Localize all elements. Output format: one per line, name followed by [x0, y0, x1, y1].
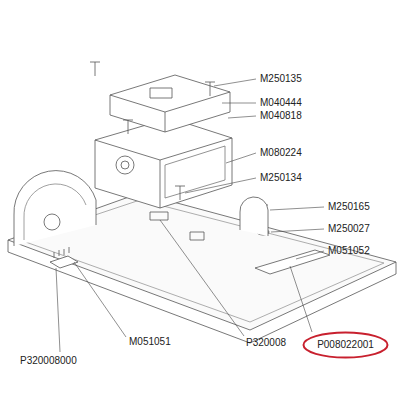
- part-number: P320008: [246, 337, 286, 349]
- part-number: M250135: [260, 73, 302, 85]
- screw: [123, 120, 133, 134]
- part-number: M040818: [260, 110, 302, 122]
- highlight-ellipse: P008022001: [302, 331, 389, 359]
- part-number: M051051: [129, 336, 171, 348]
- wheel-inner: [24, 184, 86, 240]
- wheel-housing: [14, 171, 96, 246]
- wheel-hub: [44, 214, 60, 230]
- part-number: P008022001: [317, 339, 374, 351]
- part-number: M051052: [328, 245, 370, 257]
- post: [240, 197, 268, 236]
- part-number: M250027: [328, 223, 370, 235]
- cover-slot: [150, 88, 172, 98]
- strip: [255, 250, 330, 274]
- bracket: [165, 146, 225, 198]
- gear-hub: [121, 161, 129, 169]
- board-part: [150, 212, 168, 220]
- mechanism-edges: [95, 138, 232, 208]
- connector-pins: [54, 247, 69, 258]
- part-number: M250165: [328, 201, 370, 213]
- board-part: [190, 232, 204, 240]
- leader-lines: [56, 79, 324, 352]
- part-number: M080224: [260, 147, 302, 159]
- gear: [116, 156, 134, 174]
- tray-edge: [8, 240, 396, 343]
- part-number: M040444: [260, 97, 302, 109]
- screw: [175, 186, 185, 200]
- part-number: P320008000: [20, 355, 77, 367]
- screw: [205, 82, 215, 96]
- part-number: M250134: [260, 172, 302, 184]
- screw: [90, 62, 100, 76]
